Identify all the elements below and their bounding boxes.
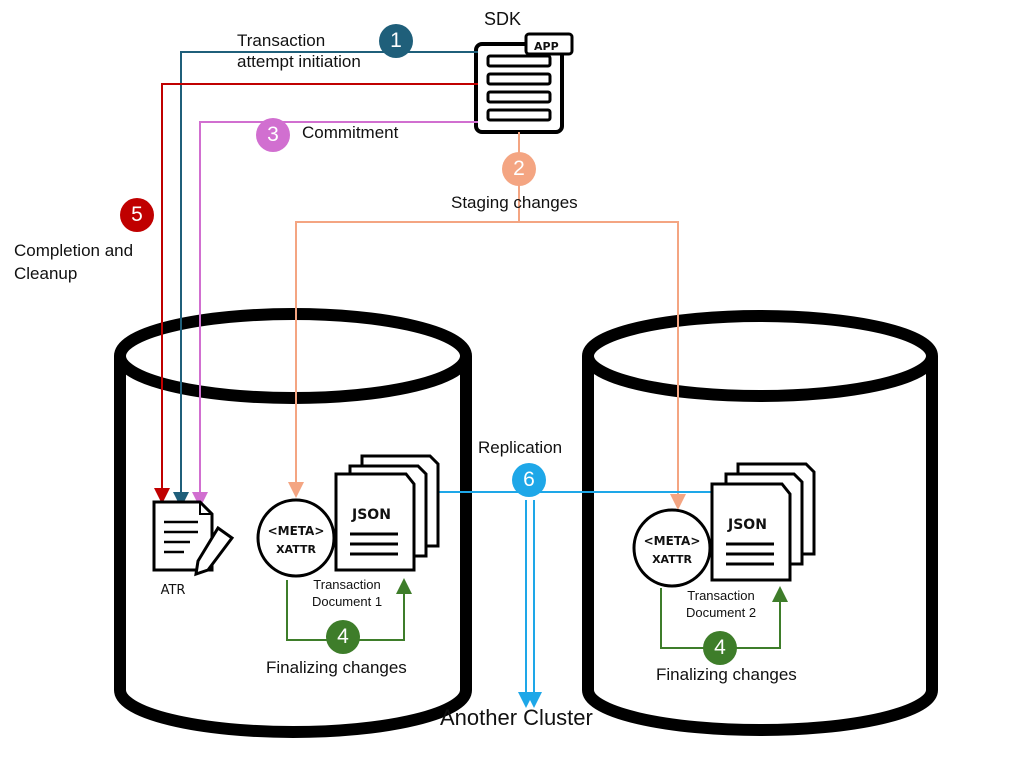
atr-label: ATR [160,583,186,598]
step5-badge: 5 [120,198,154,232]
step5-label-line2: Cleanup [14,264,78,283]
right-meta-label: <META> [643,534,701,548]
right-doc-caption-line2: Document 2 [685,605,757,620]
step6-label: Replication [478,438,563,457]
right-step4-label: Finalizing changes [656,665,797,684]
left-doc-caption-line2: Document 1 [311,594,383,609]
right-step4-badge: 4 [703,631,737,665]
sdk-server-icon [474,32,574,134]
left-json-label: JSON [352,507,391,523]
step1-badge: 1 [379,24,413,58]
left-meta-circle [256,498,336,578]
right-xattr-label: XATTR [652,553,692,566]
step2-label: Staging changes [451,193,578,212]
step3-arrow [192,121,478,508]
step1-arrow [173,51,478,508]
step3-badge: 3 [256,118,290,152]
step5-label-line1: Completion and [14,241,134,260]
sdk-title: SDK [484,9,522,29]
left-step4-label: Finalizing changes [266,658,407,677]
atr-document-icon [152,500,235,577]
step3-label: Commitment [302,123,399,142]
step6-badge: 6 [512,463,546,497]
left-doc-caption-line1: Transaction [313,577,381,592]
another-cluster-label: Another Cluster [440,705,593,730]
left-meta-label: <META> [267,524,325,538]
right-json-label: JSON [728,517,767,533]
right-meta-circle [632,508,712,588]
right-doc-caption-line1: Transaction [687,588,755,603]
step5-arrow [154,83,478,504]
right-json-document-stack [710,462,816,582]
replication-arrows [436,484,728,708]
step1-label-line2: attempt initiation [237,52,361,71]
sdk-app-tag: APP [534,40,559,53]
step2-badge: 2 [502,152,536,186]
left-step4-badge: 4 [326,620,360,654]
step1-label-line1: Transaction [237,31,326,50]
left-xattr-label: XATTR [276,543,316,556]
left-json-document-stack [334,454,440,572]
